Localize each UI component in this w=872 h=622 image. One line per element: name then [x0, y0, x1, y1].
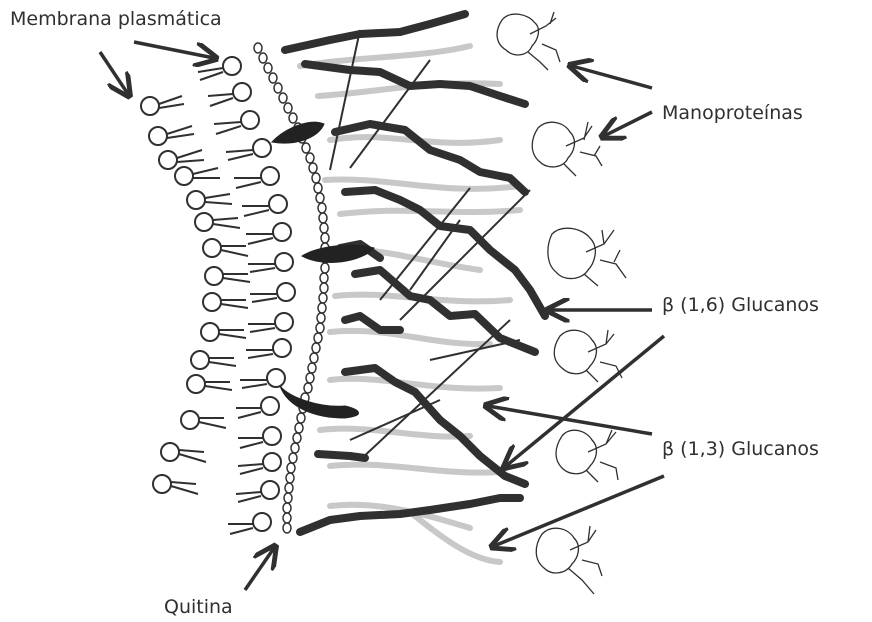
label-beta-1-3-glucanos: β (1,3) Glucanos: [662, 440, 819, 459]
label-manoproteinas: Manoproteínas: [662, 104, 803, 123]
plasma-membrane-lipids: [141, 57, 295, 534]
label-quitina: Quitina: [164, 598, 233, 617]
label-membrana-plasmatica: Membrana plasmática: [10, 10, 222, 29]
label-beta-1-6-glucanos: β (1,6) Glucanos: [662, 296, 819, 315]
light-glucan-fibers: [300, 46, 520, 562]
